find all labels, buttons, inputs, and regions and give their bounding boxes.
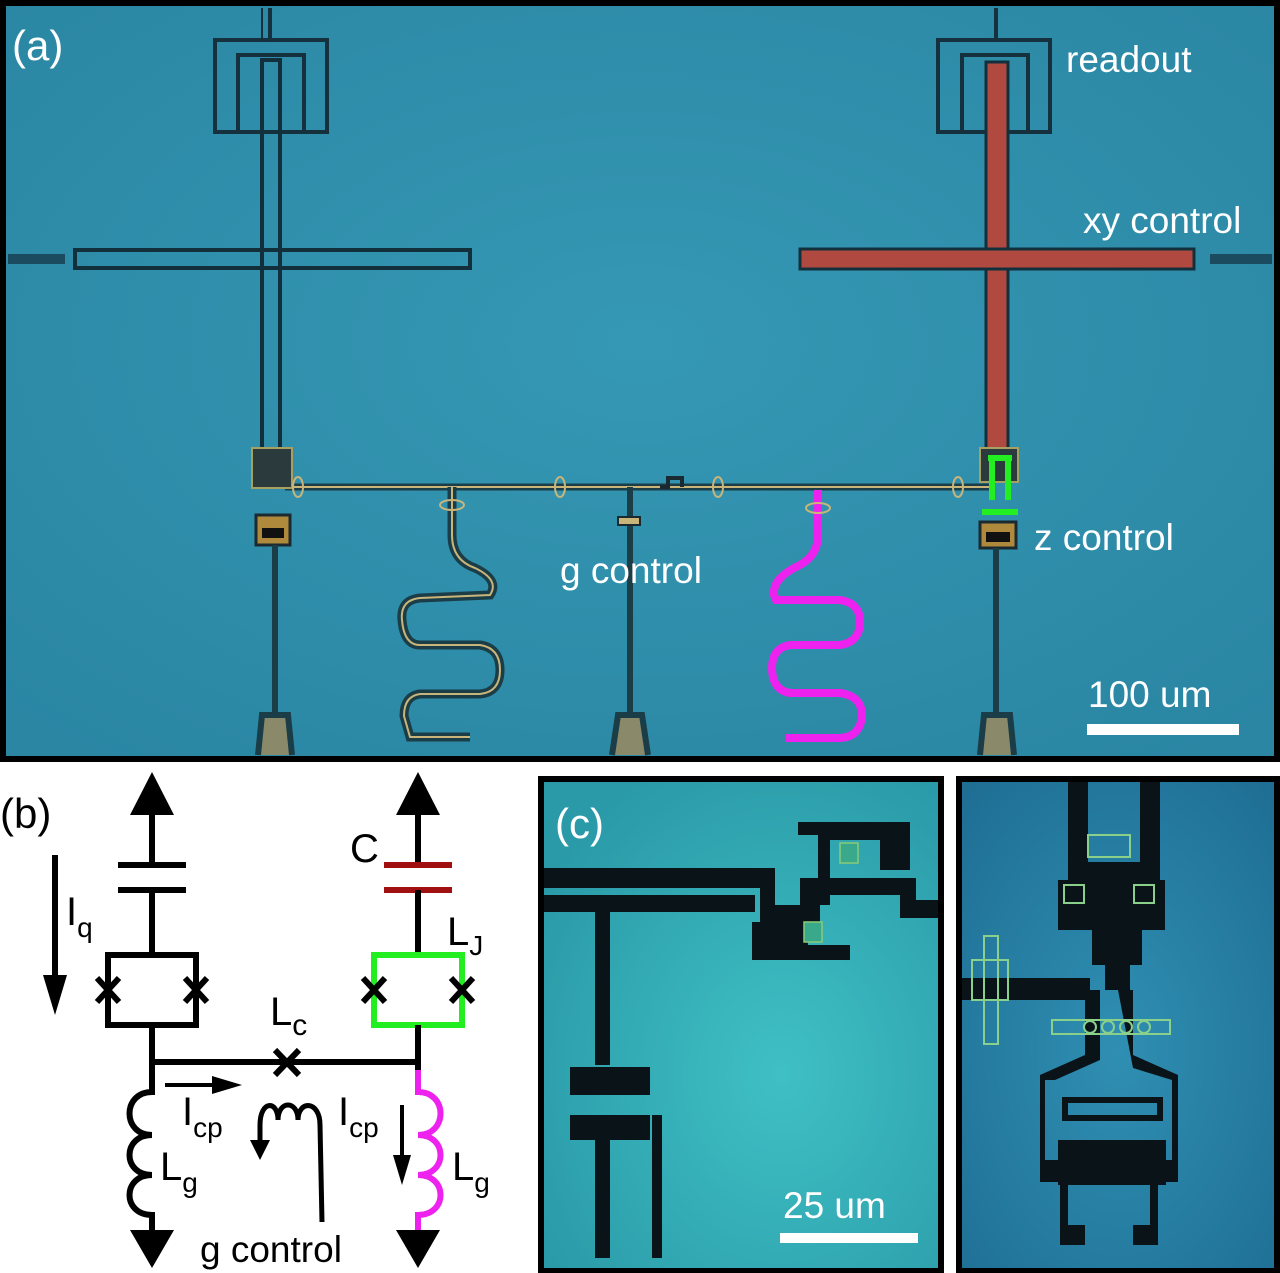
label-g-control-b: g control <box>200 1229 342 1270</box>
right-qubit-cross <box>798 60 1272 454</box>
scale-bar-c <box>780 1233 918 1243</box>
right-ground-arrow-icon <box>396 1230 440 1268</box>
scale-bar-a <box>1087 724 1239 735</box>
left-squid <box>105 952 199 1028</box>
label-lj: LJ <box>447 910 483 961</box>
label-icp-right: Icp <box>338 1090 379 1143</box>
label-lc: Lc <box>270 990 307 1042</box>
panel-a: (a) readout xy control z control g contr… <box>0 0 1280 762</box>
label-lg-right: Lg <box>452 1145 490 1198</box>
panel-c-right <box>956 776 1280 1273</box>
panel-a-tag: (a) <box>12 22 63 69</box>
label-icp-left: Icp <box>182 1090 223 1143</box>
g-loop-meander <box>767 490 867 742</box>
left-ground-arrow-icon <box>130 1230 174 1268</box>
panel-b: (b) Iq Lg Lc Icp g cont <box>0 772 490 1270</box>
label-iq: Iq <box>66 890 93 943</box>
panel-c-left-structures <box>544 822 938 1258</box>
label-z-control: z control <box>1034 517 1174 558</box>
left-squid-junctions <box>94 975 210 1005</box>
label-g-control: g control <box>560 550 702 591</box>
coupler-junction <box>272 1047 302 1078</box>
g-control-coil <box>257 1102 325 1223</box>
bottom-feedlines <box>255 487 1017 756</box>
panel-b-tag: (b) <box>0 790 51 837</box>
label-xy-control: xy control <box>1083 200 1241 241</box>
panel-c-right-junctions <box>971 834 1171 1045</box>
right-squid-junctions <box>360 975 476 1005</box>
left-readout-pad <box>213 8 329 134</box>
crossover-marks <box>292 476 964 514</box>
right-inductor <box>415 1070 444 1240</box>
panel-c-left-junction-pads <box>803 842 859 943</box>
panel-c-right-structures <box>962 782 1178 1245</box>
right-top-arrow-icon <box>396 772 440 815</box>
left-inductor <box>126 1085 155 1240</box>
panel-c-tag: (c) <box>555 800 604 847</box>
label-c: C <box>350 827 379 871</box>
scale-bar-c-label: 25 um <box>783 1185 886 1226</box>
scale-bar-a-label: 100 um <box>1088 674 1211 715</box>
panel-a-substrate <box>0 0 1280 762</box>
right-squid <box>371 952 465 1028</box>
left-top-arrow-icon <box>130 772 174 815</box>
label-readout: readout <box>1066 39 1192 80</box>
panel-c-left: (c) 25 um <box>538 776 944 1273</box>
label-lg-left: Lg <box>160 1145 198 1198</box>
coupler-line <box>285 476 990 491</box>
